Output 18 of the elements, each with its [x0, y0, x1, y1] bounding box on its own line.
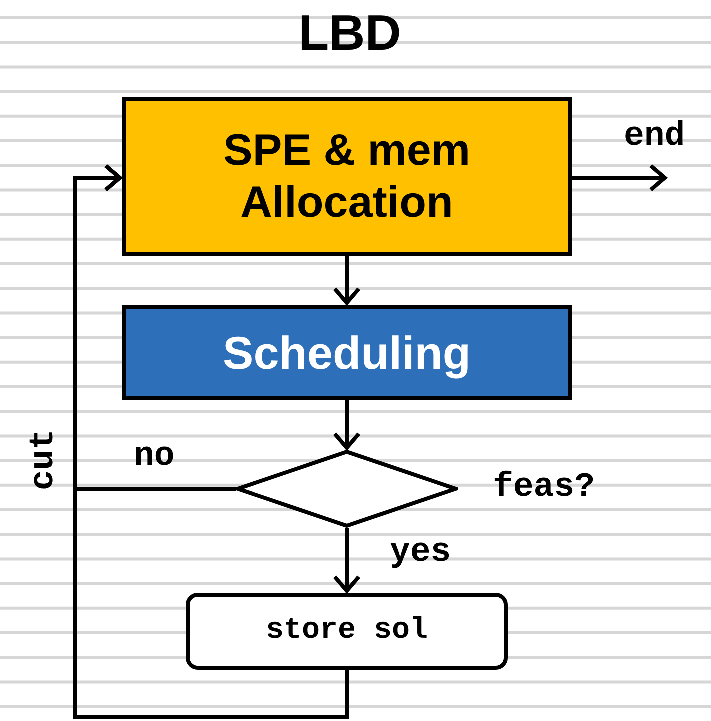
edge-label: yes	[390, 534, 452, 572]
node-text: Scheduling	[223, 326, 471, 378]
arrow	[333, 256, 361, 305]
node-caption: feas?	[493, 468, 596, 508]
process-box	[122, 305, 572, 400]
node-text: store sol	[266, 613, 428, 650]
edge-label: no	[134, 438, 175, 476]
arrow	[73, 164, 349, 719]
decision-diamond	[236, 450, 458, 528]
edge-label: end	[624, 118, 686, 156]
node-text: SPE & mem Allocation	[222, 124, 472, 228]
arrow	[333, 528, 361, 593]
edge-label: cut	[26, 428, 64, 490]
arrow	[572, 164, 667, 192]
process-box	[186, 593, 508, 670]
diagram-title: LBD	[298, 4, 402, 63]
process-box	[122, 97, 572, 256]
arrow	[333, 400, 361, 450]
